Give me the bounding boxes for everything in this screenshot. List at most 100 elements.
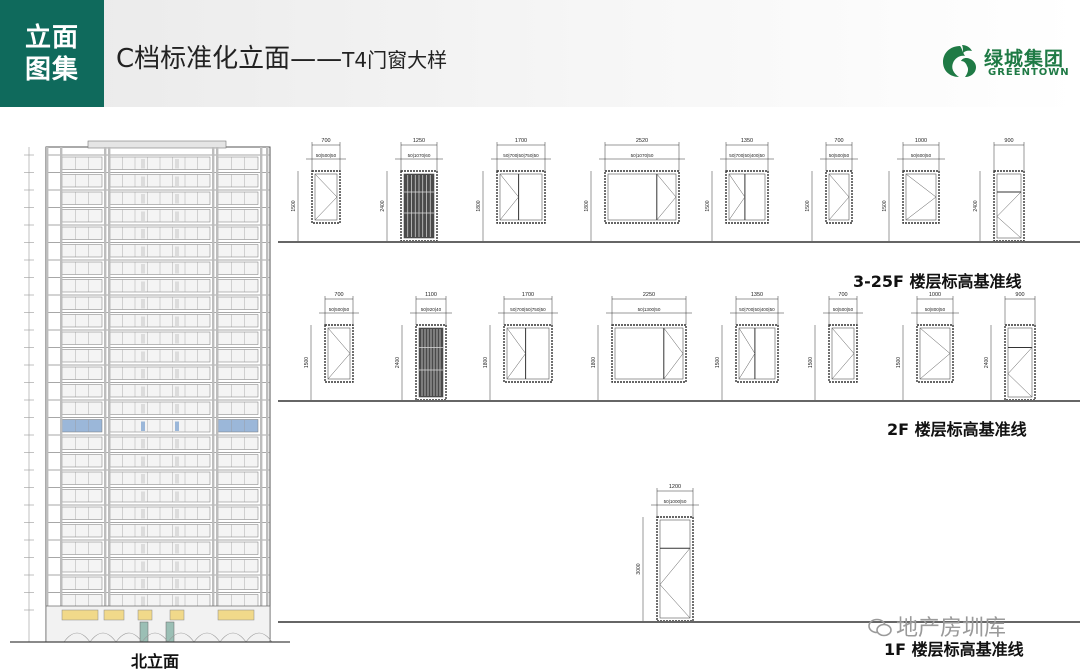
casement-swing: [905, 173, 937, 221]
elevation-slot: [141, 211, 145, 221]
sub-dimension-label: 50|1070|60: [408, 153, 431, 158]
elevation-window: [217, 366, 259, 380]
elevation-slot: [141, 474, 145, 484]
elevation-slot: [141, 229, 145, 239]
page-title-main: C档标准化立面——: [116, 44, 343, 74]
casement-swing: [831, 327, 855, 380]
elevation-slot: [141, 561, 145, 571]
width-dimension-label: 1200: [669, 484, 681, 490]
sub-dimension-label: 50|920|40: [421, 307, 442, 312]
pilaster: [60, 147, 63, 606]
level-label-3-25f: 3-25F 楼层标高基准线: [853, 272, 1022, 291]
elevation-slot: [141, 281, 145, 291]
casement-swing: [506, 327, 526, 380]
elevation-slot: [141, 246, 145, 256]
base-arch: [115, 632, 143, 643]
elevation-window: [217, 436, 259, 450]
unit-inner-frame: [996, 173, 1022, 239]
sub-dimension-label: 50|1000|50: [664, 499, 687, 504]
height-dimension-label: 3000: [636, 563, 642, 574]
elevation-slot: [175, 316, 179, 326]
elevation-slot: [141, 526, 145, 536]
unit-inner-frame: [506, 327, 550, 380]
pilaster: [108, 147, 111, 606]
page-title: C档标准化立面——T4门窗大样: [116, 38, 447, 75]
elevation-slot: [141, 456, 145, 466]
elevation-window: [217, 594, 259, 608]
elevation-slot: [175, 509, 179, 519]
width-dimension-label: 1000: [915, 138, 927, 144]
details-row-3-25f: 70050|500|501500125050|1070|602400170050…: [291, 138, 1025, 242]
elevation-slot: [141, 404, 145, 414]
elevation-slot: [141, 386, 145, 396]
elevation-window: [217, 384, 259, 398]
elevation-slot: [175, 176, 179, 186]
elevation-window: [61, 279, 103, 293]
elevation-window: [217, 244, 259, 258]
sub-dimension-label: 50|700|50|750|50: [503, 153, 539, 158]
elevation-slot: [175, 229, 179, 239]
elevation-window: [61, 576, 103, 590]
door-swing: [996, 191, 1022, 239]
width-dimension-label: 1000: [929, 292, 941, 298]
height-dimension-label: 2400: [380, 200, 386, 211]
elevation-slot: [175, 281, 179, 291]
elevation-slot: [175, 544, 179, 554]
elevation-window: [217, 261, 259, 275]
elevation-window: [217, 419, 259, 433]
elevation-window: [61, 174, 103, 188]
elevation-window: [217, 559, 259, 573]
elevation-window: [217, 349, 259, 363]
elevation-slot: [175, 526, 179, 536]
elevation-slot: [175, 211, 179, 221]
base-arch: [89, 632, 117, 643]
leaf-icon: [943, 45, 976, 77]
elevation-slot: [175, 474, 179, 484]
elevation-window: [61, 244, 103, 258]
width-dimension-label: 700: [321, 138, 330, 144]
unit-frame: [993, 170, 1025, 242]
height-dimension-label: 1800: [584, 200, 590, 211]
section-tag-line2: 图集: [24, 54, 79, 85]
height-dimension-label: 2400: [395, 357, 401, 368]
elevation-window: [217, 524, 259, 538]
window-details-drawing: 70050|500|501500125050|1070|602400170050…: [291, 138, 1036, 622]
elevation-slot: [141, 509, 145, 519]
casement-swing: [499, 173, 519, 221]
elevation-window: [217, 541, 259, 555]
elevation-slot: [175, 596, 179, 606]
greentown-logo: 绿城集团 GREENTOWN: [940, 40, 1070, 82]
width-dimension-label: 2520: [636, 138, 648, 144]
sub-dimension-label: 50|500|50: [829, 153, 850, 158]
elevation-window: [61, 314, 103, 328]
sub-dimension-label: 50|500|50: [329, 307, 350, 312]
elevation-window: [61, 524, 103, 538]
elevation-slot: [141, 334, 145, 344]
sub-dimension-label: 50|700|50|750|50: [510, 307, 546, 312]
pilaster: [46, 147, 49, 606]
watermark-text: 地产房圳库: [896, 616, 1007, 641]
watermark: 地产房圳库: [868, 610, 1006, 642]
elevation-slot: [175, 404, 179, 414]
elevation-window: [61, 559, 103, 573]
casement-swing: [314, 173, 338, 221]
elevation-window: [61, 209, 103, 223]
height-dimension-label: 1500: [304, 357, 310, 368]
elevation-slot: [175, 491, 179, 501]
elevation-slot: [175, 386, 179, 396]
level-line-2f: [278, 400, 1080, 402]
unit-frame: [828, 324, 858, 383]
unit-inner-frame: [499, 173, 543, 221]
sub-dimension-label: 50|500|50: [833, 307, 854, 312]
elevation-window: [217, 296, 259, 310]
logo-text-zh: 绿城集团: [984, 48, 1065, 70]
unit-frame: [604, 170, 680, 224]
elevation-window: [61, 489, 103, 503]
base-arch: [245, 632, 273, 643]
height-dimension-label: 2400: [984, 357, 990, 368]
elevation-window: [217, 454, 259, 468]
elevation-window: [61, 506, 103, 520]
casement-swing: [728, 173, 746, 221]
elevation-slot: [141, 421, 145, 431]
unit-frame: [902, 170, 940, 224]
